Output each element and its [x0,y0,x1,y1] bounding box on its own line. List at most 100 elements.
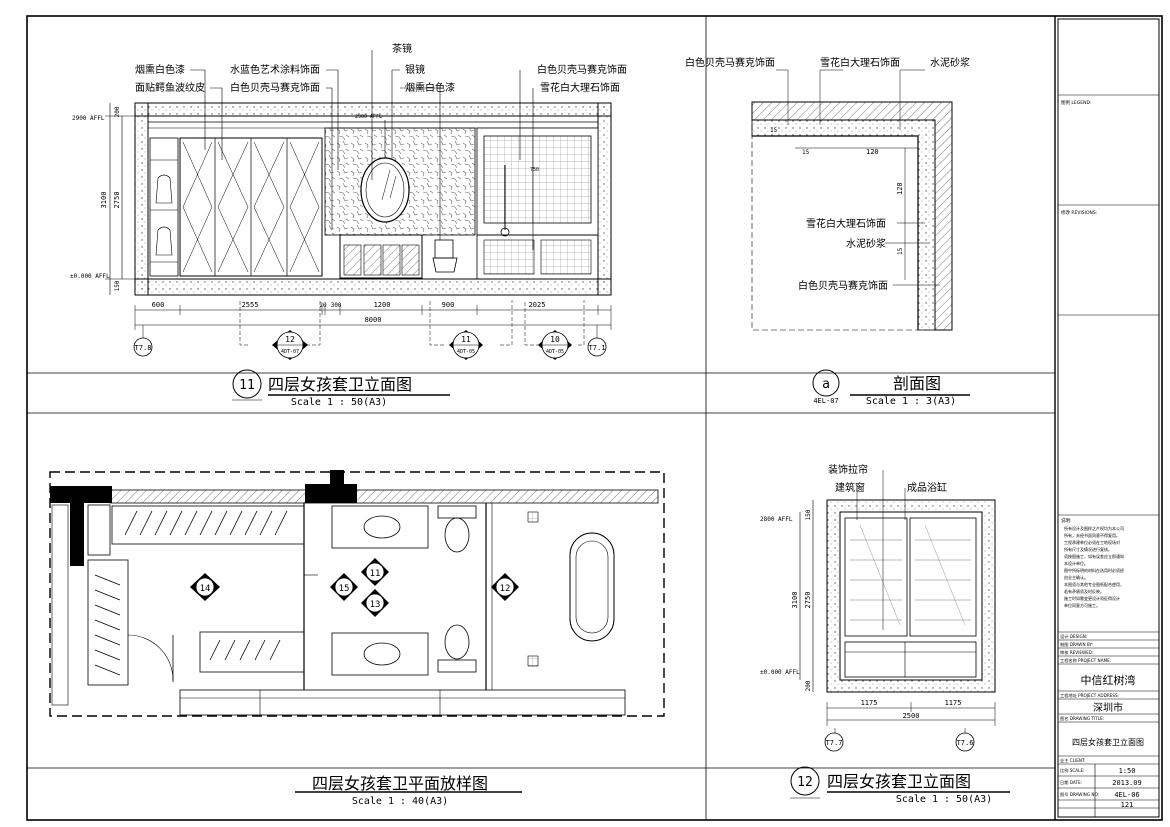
level-bottom: ±0.000 AFFL [70,273,110,280]
label-blue-art-paint: 水蓝色艺术涂料饰面 [230,63,320,76]
tb-project-label: 工程名称 PROJECT NAME: [1060,657,1111,664]
axis-bubble-left: T7.8 [133,337,153,357]
title-block [1058,94,1159,817]
dim-c: 120 [896,182,904,195]
title-text: 四层女孩套卫立面图 [827,772,971,791]
panel-section-a [751,69,953,331]
tb-no: 4EL-06 [1114,791,1139,799]
mirror-width: 750 [530,167,539,173]
svg-text:4DT-07: 4DT-07 [281,349,299,355]
svg-text:T7.1: T7.1 [589,344,606,352]
hdim-7: 2025 [529,301,546,309]
hdim-4: 300 [331,302,342,309]
vdim-total: 3100 [100,192,108,209]
label-shell-mosaic-2: 白色贝壳马赛克饰面 [537,63,627,76]
tb-project: 中信红树湾 [1081,673,1136,687]
axis-bubble-left-12: T7.7 [824,732,844,752]
label-crocodile-leather: 面贴鳄鱼波纹皮 [135,81,205,94]
svg-text:若有矛盾须及时反映。: 若有矛盾须及时反映。 [1064,588,1104,594]
tb-check-label: 审核 REVIEWED: [1060,649,1093,656]
tb-address-label: 工程地址 PROJECT ADDRESS: [1060,692,1119,699]
hdim-1: 600 [152,301,165,309]
tb-client-label: 业主 CLIENT: [1060,757,1086,763]
axis-bubble-right: T7.1 [587,337,607,357]
hdim-5: 1200 [374,301,391,309]
vdim-bottom: 150 [114,280,121,291]
dim-b: 120 [866,148,879,156]
svg-text:由业主确认。: 由业主确认。 [1064,574,1088,580]
label-smoked-white-paint-2: 烟熏白色漆 [405,81,455,94]
tb-design-label: 设计 DESIGN: [1060,633,1087,640]
tb-legend-label: 图例 LEGEND: [1061,99,1091,106]
tb-scale: 1:50 [1119,767,1136,775]
label-a-shell-mosaic: 白色贝壳马赛克饰面 [685,56,775,69]
title-text: 四层女孩套卫平面放样图 [312,774,488,793]
label-a-snow-marble-2: 雪花白大理石饰面 [806,217,886,230]
svg-text:所有，未经书面同意不得复用。: 所有，未经书面同意不得复用。 [1064,532,1120,538]
title-panel-12: 12 四层女孩套卫立面图 Scale 1 : 50(A3) [706,766,1055,805]
svg-text:图中所标明的材料在选用时必须经: 图中所标明的材料在选用时必须经 [1064,567,1124,573]
vdim-top-12: 150 [805,509,812,520]
title-panel-a: a 4EL-07 剖面图 Scale 1 : 3(A3) [706,369,1055,407]
svg-text:11: 11 [239,378,255,393]
svg-text:本图须与其他专业图纸配合使用，: 本图须与其他专业图纸配合使用， [1064,581,1124,587]
dim-d: 15 [897,247,904,255]
tb-notes: 所有设计及图样之产权均为本公司 所有，未经书面同意不得复用。 工程承建单位必须在… [1064,525,1124,608]
svg-text:12: 12 [797,775,813,790]
svg-text:T7.7: T7.7 [826,739,843,747]
label-silver-mirror: 银镜 [405,63,425,76]
tb-no-label: 图号 DRAWING NO: [1060,792,1099,798]
svg-text:4DT-05: 4DT-05 [457,349,475,355]
title-scale: Scale 1 : 3(A3) [866,396,956,407]
label-a-cement: 水泥砂浆 [930,56,970,69]
level-top: 2900 AFFL [72,115,105,122]
vdim-inner: 2750 [113,192,121,209]
dim-e: 15 [770,127,778,134]
title-text: 四层女孩套卫立面图 [268,375,412,394]
vdim-top: 200 [114,106,121,117]
label-snow-marble: 雪花白大理石饰面 [540,81,620,94]
svg-text:本设计单位。: 本设计单位。 [1064,560,1088,566]
tb-notes-label: 说明: [1061,517,1072,524]
hdim-total: 8000 [365,316,382,324]
label-bathtub: 成品浴缸 [907,481,947,494]
svg-text:11: 11 [461,335,471,344]
label-building-window: 建筑窗 [835,481,865,494]
tb-date: 2013.09 [1112,779,1142,787]
svg-text:12: 12 [500,584,511,594]
dim-a: 15 [802,149,810,156]
sheet-frame [26,15,1163,821]
panel-plan [49,470,665,717]
label-smoked-white-paint: 烟熏白色漆 [135,63,185,76]
plan-marker-11: 11 [361,558,389,586]
tb-page: 121 [1121,801,1134,809]
svg-text:施工时如需变更设计须征得设计: 施工时如需变更设计须征得设计 [1064,595,1120,601]
hdim-3: 20 [319,302,327,309]
svg-text:所有设计及图样之产权均为本公司: 所有设计及图样之产权均为本公司 [1064,525,1124,531]
label-tea-mirror: 茶镜 [392,42,412,55]
tb-drawn-label: 制图 DRAWN BY: [1060,641,1093,648]
section-ref-11: 11 4DT-05 [449,330,483,360]
title-scale: Scale 1 : 50(A3) [291,397,387,408]
svg-text:11: 11 [370,569,381,579]
plan-marker-14: 14 [190,573,220,601]
svg-text:14: 14 [200,584,211,594]
panel-elevation-12 [799,470,996,733]
svg-text:T7.8: T7.8 [135,344,152,352]
title-panel-plan: 四层女孩套卫平面放样图 Scale 1 : 40(A3) [27,767,706,807]
label-a-shell-mosaic-2: 白色贝壳马赛克饰面 [798,279,888,292]
svg-text:4EL-07: 4EL-07 [813,397,838,405]
axis-bubble-right-12: T7.6 [955,732,975,752]
hdim-6: 900 [442,301,455,309]
svg-text:4DT-05: 4DT-05 [546,349,564,355]
hdim-12-2: 1175 [945,699,962,707]
plan-marker-12: 12 [491,573,519,601]
panel-elevation-11 [105,50,612,346]
hdim-2: 2555 [242,301,259,309]
vdim-total-12: 3100 [791,592,799,609]
svg-text:所有尺寸及情况进行复核。: 所有尺寸及情况进行复核。 [1064,546,1112,552]
svg-text:10: 10 [550,335,560,344]
section-ref-12: 12 4DT-07 [272,330,308,360]
level-top-12: 2800 AFFL [760,516,793,523]
tb-address: 深圳市 [1093,701,1123,714]
